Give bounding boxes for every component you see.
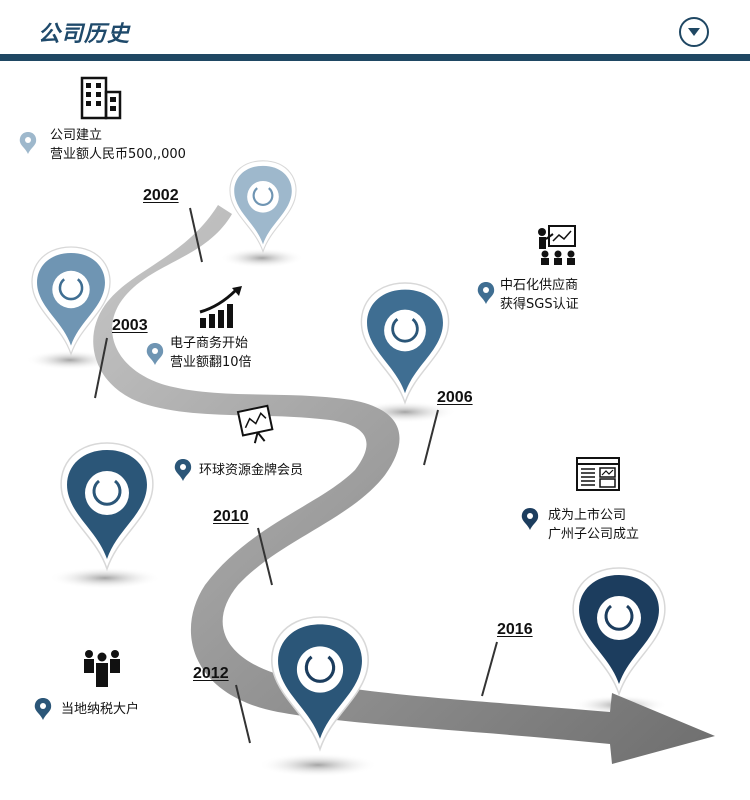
chevron-down-icon [688,28,700,36]
milestone-description: 中石化供应商 获得SGS认证 [500,276,579,314]
map-pin [229,160,297,253]
building-icon [80,76,122,120]
year-label: 2003 [112,317,148,334]
year-label: 2016 [497,621,533,638]
milestone-line: 营业额翻10倍 [170,355,252,370]
pin-shadow [258,753,378,777]
year-pointer [189,207,203,263]
map-pin [360,282,450,404]
milestone-description: 当地纳税大户 [61,700,139,719]
milestone-description: 公司建立 营业额人民币500,,000 [50,126,186,164]
map-pin [572,567,666,695]
map-pin [31,246,111,355]
presentation-icon [538,225,576,265]
year-pointer [481,641,498,697]
milestone-line: 环球资源金牌会员 [199,463,304,478]
header: 公司历史 [0,0,750,62]
location-pin-icon [521,508,539,530]
year-label: 2012 [193,665,229,682]
location-pin-icon [34,698,52,720]
milestone-line: 中石化供应商 [500,278,579,293]
location-pin-icon [477,282,495,304]
header-divider [0,54,750,61]
map-pin [60,442,154,570]
milestone-line: 获得SGS认证 [500,297,579,312]
milestone-line: 公司建立 [50,128,103,143]
milestone-description: 环球资源金牌会员 [199,461,303,480]
year-label: 2006 [437,389,473,406]
year-pointer [257,527,273,586]
pin-shadow [26,350,114,370]
report-icon [576,457,620,491]
page-title: 公司历史 [38,22,131,47]
milestone-description: 电子商务开始 营业额翻10倍 [170,334,252,372]
location-pin-icon [19,132,37,154]
milestone-line: 广州子公司成立 [548,527,640,542]
location-pin-icon [146,343,164,365]
milestone-line: 成为上市公司 [548,508,627,523]
year-pointer [423,409,439,466]
year-label: 2010 [213,508,249,525]
growth-chart-icon [199,286,242,328]
milestone-line: 营业额人民币500,,000 [50,147,186,162]
pin-shadow [220,248,304,268]
year-pointer [235,684,251,744]
milestone-line: 电子商务开始 [170,336,249,351]
year-pointer [94,337,108,399]
milestone-line: 当地纳税大户 [61,702,140,717]
milestone-description: 成为上市公司 广州子公司成立 [548,506,639,544]
monitor-chart-icon [236,404,274,444]
dropdown-button[interactable] [679,17,709,47]
people-icon [84,650,120,687]
year-label: 2002 [143,187,179,204]
pin-shadow [49,567,161,589]
location-pin-icon [174,459,192,481]
map-pin [271,616,369,751]
